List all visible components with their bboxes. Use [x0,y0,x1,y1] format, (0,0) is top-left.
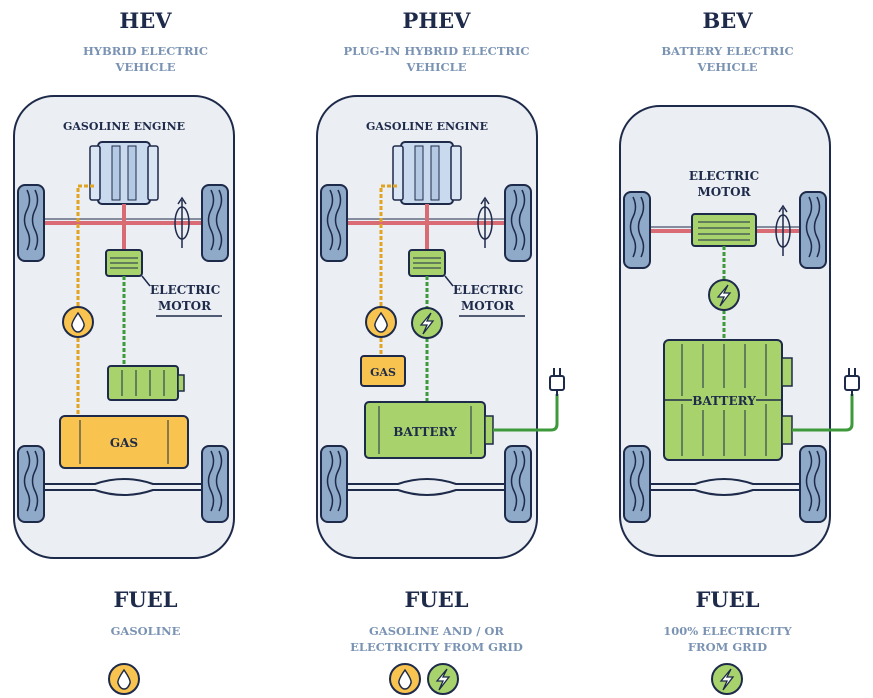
rear-axle [343,478,513,485]
rear-left-wheel-icon [320,445,348,523]
front-left-wheel-icon [320,184,348,262]
hev-fuel-icons [108,663,140,695]
phev-fuel-icons [389,663,459,695]
lightning-icon [427,663,459,695]
phev-subtitle: PLUG-IN HYBRID ELECTRIC VEHICLE [343,44,530,74]
battery-icon [663,339,793,461]
battery-icon [364,401,494,459]
hev-title: HEV [119,8,172,33]
motor-label-2: MOTOR [697,185,751,199]
gas-tank-icon [59,415,189,469]
phev-column: PHEV PLUG-IN HYBRID ELECTRIC VEHICLE GAS… [291,0,582,698]
gas-drop-icon [365,306,397,338]
motor-label-1: ELECTRIC [150,283,220,297]
gas-tank-icon [360,355,406,387]
gas-drop-icon [389,663,421,695]
bev-fuel-heading: FUEL [695,587,760,612]
electric-motor-icon [105,249,143,277]
engine-icon [392,141,462,205]
rear-axle [644,478,804,485]
battery-label: BATTERY [692,394,756,408]
gas-drop-icon [108,663,140,695]
front-left-wheel-icon [17,184,45,262]
battery-icon [107,365,185,401]
bev-column: BEV BATTERY ELECTRIC VEHICLE ELECTRIC MO… [582,0,873,698]
front-right-wheel-icon [799,191,827,269]
lightning-icon [708,279,740,311]
rear-left-wheel-icon [17,445,45,523]
engine-label: GASOLINE ENGINE [63,120,185,133]
bev-subtitle: BATTERY ELECTRIC VEHICLE [661,44,794,74]
motor-label-1: ELECTRIC [689,169,759,183]
rear-right-wheel-icon [799,445,827,523]
bev-fuel-icons [711,663,743,695]
phev-car-diagram: GASOLINE ENGINE ELECTRIC MOTOR [316,95,565,559]
rear-right-wheel-icon [504,445,532,523]
rotation-arrow-icon [477,196,493,248]
motor-label-2: MOTOR [461,299,515,313]
plug-icon [844,368,860,396]
front-left-wheel-icon [623,191,651,269]
hev-fuel-description: GASOLINE [110,624,181,638]
front-right-wheel-icon [201,184,229,262]
battery-label: BATTERY [393,425,457,439]
lightning-icon [711,663,743,695]
gas-drop-icon [62,306,94,338]
hev-subtitle: HYBRID ELECTRIC VEHICLE [82,44,209,74]
engine-icon [89,141,159,205]
hev-car-diagram: GASOLINE ENGINE ELECTRIC MOTOR [13,95,235,559]
front-right-wheel-icon [504,184,532,262]
phev-fuel-description: GASOLINE AND / OR ELECTRICITY FROM GRID [350,624,523,654]
phev-fuel-heading: FUEL [404,587,469,612]
bev-title: BEV [702,8,753,33]
rear-right-wheel-icon [201,445,229,523]
gas-label: GAS [110,436,138,450]
electric-motor-icon [408,249,446,277]
hev-column: HEV HYBRID ELECTRIC VEHICLE GASOLINE ENG… [0,0,291,698]
motor-label-1: ELECTRIC [453,283,523,297]
bev-car-diagram: ELECTRIC MOTOR [619,105,860,557]
engine-label: GASOLINE ENGINE [366,120,488,133]
rear-left-wheel-icon [623,445,651,523]
motor-label-2: MOTOR [158,299,212,313]
gas-label: GAS [370,366,396,379]
electric-motor-icon [691,213,757,247]
lightning-icon [411,307,443,339]
hev-fuel-heading: FUEL [113,587,178,612]
bev-fuel-description: 100% ELECTRICITY FROM GRID [663,624,792,654]
rotation-arrow-icon [174,196,190,248]
rotation-arrow-icon [775,204,791,256]
rear-axle [40,478,210,485]
phev-title: PHEV [402,8,471,33]
plug-icon [549,368,565,396]
